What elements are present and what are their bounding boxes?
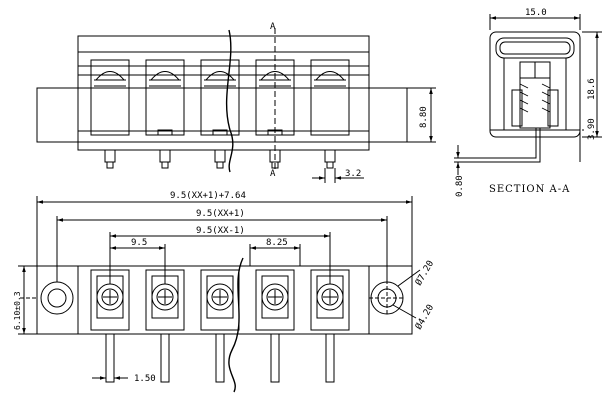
dim-section-base: 0.80 bbox=[455, 175, 465, 197]
front-break-line bbox=[228, 257, 244, 393]
dim-section-height: 18.6 bbox=[587, 78, 597, 100]
section-marker-bottom: A bbox=[270, 169, 276, 179]
break-line bbox=[225, 29, 234, 173]
top-flange bbox=[36, 87, 408, 143]
dim-total: 9.5(XX+1)+7.64 bbox=[170, 191, 246, 201]
front-view bbox=[18, 196, 421, 393]
mount-hole-left-outer bbox=[40, 281, 74, 315]
dim-section-pin: 3.90 bbox=[587, 118, 597, 140]
dim-pitch2: 8.25 bbox=[266, 238, 288, 248]
top-pins bbox=[104, 149, 336, 169]
dim-pitch-span: 9.5(XX+1) bbox=[196, 209, 245, 219]
section-marker-top: A bbox=[270, 22, 276, 32]
front-pins bbox=[105, 333, 335, 383]
section-title: SECTION A-A bbox=[489, 184, 570, 195]
dim-hole-inner: Ø4.20 bbox=[413, 303, 436, 332]
section-view bbox=[454, 14, 602, 175]
dim-pitch: 9.5 bbox=[131, 238, 147, 248]
dim-top-height: 8.80 bbox=[419, 106, 429, 128]
dim-pin-offset: 3.2 bbox=[345, 169, 361, 179]
section-housing bbox=[489, 31, 581, 138]
dim-front-height: 6.10±0.3 bbox=[13, 291, 22, 330]
dim-inner-span: 9.5(XX-1) bbox=[196, 226, 245, 236]
mount-hole-left-inner bbox=[47, 288, 67, 308]
top-cells bbox=[90, 59, 350, 136]
top-view bbox=[36, 28, 436, 183]
top-body bbox=[77, 51, 370, 143]
section-pin bbox=[462, 128, 537, 159]
front-cells bbox=[90, 269, 350, 331]
top-body-cap bbox=[77, 35, 370, 53]
dim-pin-width: 1.50 bbox=[134, 374, 156, 384]
dim-section-width: 15.0 bbox=[525, 8, 547, 18]
